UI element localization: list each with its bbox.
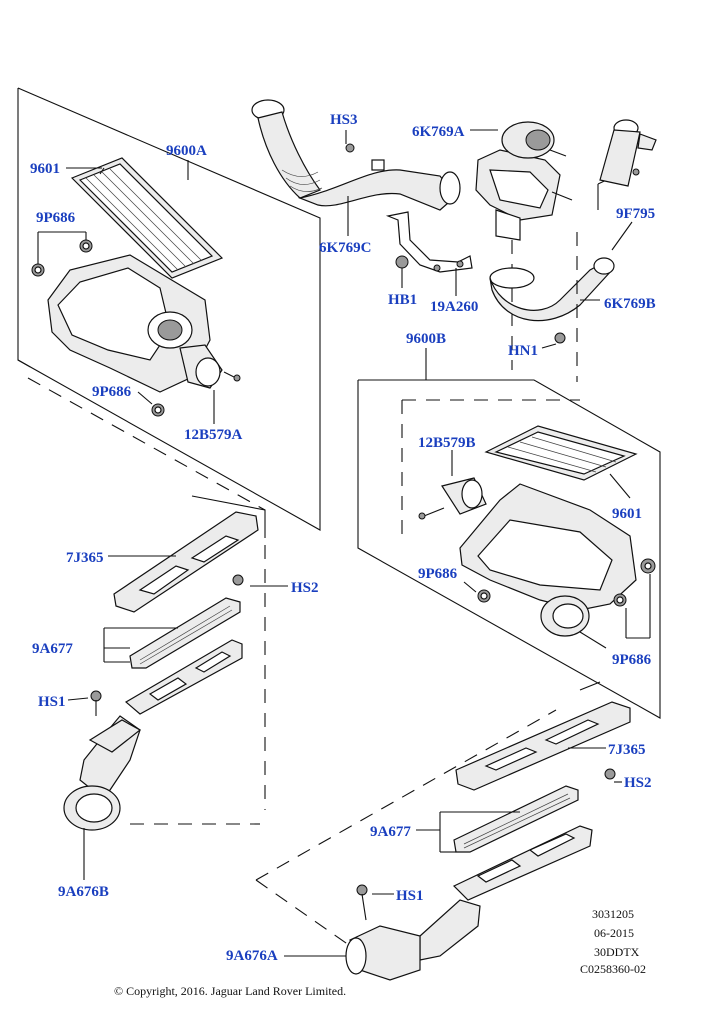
seal-7j365-a [113,511,259,613]
callout-hs1-b: HS1 [396,888,424,904]
callout-9p686-d: 9P686 [612,652,652,668]
callout-7j365-a: 7J365 [66,550,104,566]
left-upper-panel [17,87,321,531]
right-middle-panel [357,348,661,719]
seal-7j365-b [455,701,631,791]
intake-9a676b [63,690,142,831]
resonator-6k769a [475,121,615,344]
ref-code-3: C0258360-02 [580,962,646,976]
pipe-9f795 [599,119,657,187]
ref-date: 06-2015 [594,926,634,940]
ref-code-2: 30DDTX [594,945,640,959]
intake-duct-6k769c [251,99,461,211]
callout-9a677-b: 9A677 [370,824,411,840]
airbox-housing-b [418,477,656,637]
callout-9600b: 9600B [406,331,446,347]
callout-19a260: 19A260 [430,299,478,315]
leaders-left-lower [67,555,288,880]
callout-6k769c: 6K769C [319,240,372,256]
duct-9a677-b [452,785,593,901]
callout-9a676a: 9A676A [226,948,278,964]
callout-7j365-b: 7J365 [608,742,646,758]
callout-12b579a: 12B579A [184,427,243,443]
callout-9p686-a: 9P686 [36,210,76,226]
leaders-left-upper [37,167,215,424]
callout-hb1: HB1 [388,292,417,308]
air-filter-9601-a [70,157,224,279]
intake-9a676a [345,884,481,981]
callout-9p686-c: 9P686 [418,566,458,582]
bracket-19a260 [385,211,473,273]
callout-hs2-b: HS2 [624,775,652,791]
callout-9f795: 9F795 [616,206,655,222]
bottom-right-panel [255,681,601,951]
callout-hn1: HN1 [508,343,538,359]
duct-9a677-a [124,574,244,715]
callout-12b579b: 12B579B [418,435,476,451]
air-filter-9601-b [484,425,638,499]
leaders-right-middle [451,450,651,649]
callout-9p686-b: 9P686 [92,384,132,400]
leaders-center-top [345,129,513,370]
callout-9601-b: 9601 [612,506,642,522]
airbox-housing-a [31,239,241,417]
callout-hs2-a: HS2 [291,580,319,596]
callout-hs3: HS3 [330,112,358,128]
leaders-right-top [541,149,633,382]
left-lower-panel [130,495,266,825]
callout-9600a: 9600A [166,143,207,159]
callout-hs1-a: HS1 [38,694,66,710]
leaders-bottom-right [284,747,622,957]
callout-9601-a: 9601 [30,161,60,177]
callout-6k769b: 6K769B [604,296,656,312]
ref-code-1: 3031205 [592,907,634,921]
copyright-notice: © Copyright, 2016. Jaguar Land Rover Lim… [114,984,346,998]
callout-9a677-a: 9A677 [32,641,73,657]
callout-6k769a: 6K769A [412,124,465,140]
callout-9a676b: 9A676B [58,884,109,900]
